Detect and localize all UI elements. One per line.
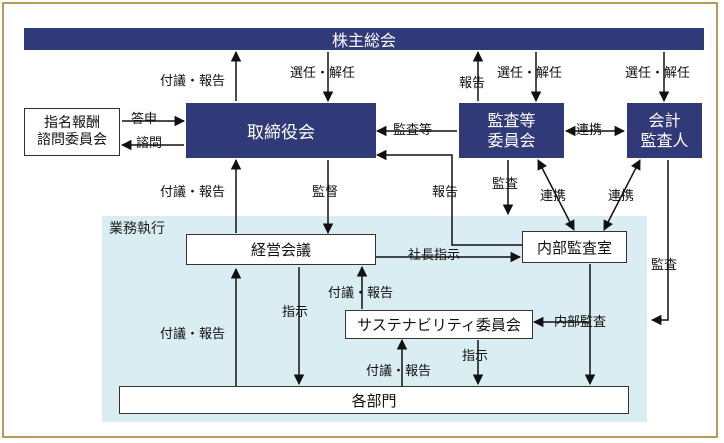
label-depts-to-sust: 付議・報告 <box>366 364 432 379</box>
management-meeting-box: 経営会議 <box>186 234 376 265</box>
audit-committee-line-2: 委員会 <box>487 130 536 150</box>
label-auditor-down: 監査 <box>651 258 678 273</box>
accounting-auditor-line-2: 監査人 <box>640 130 689 150</box>
sustainability-committee-box: サステナビリティ委員会 <box>345 310 533 339</box>
label-mgmt-to-depts: 指示 <box>282 305 309 320</box>
outer-frame <box>2 2 718 438</box>
label-board-to-shareholders: 付議・報告 <box>160 74 226 89</box>
board-box: 取締役会 <box>186 103 376 158</box>
label-sust-to-mgmt: 付議・報告 <box>328 286 394 301</box>
arrow-auditor-internal-link <box>603 159 641 231</box>
label-inquiry: 諮問 <box>136 136 163 151</box>
accounting-auditor-line-1: 会計 <box>648 110 681 130</box>
nomination-line-2: 諮問委員会 <box>37 132 107 148</box>
departments-box: 各部門 <box>119 386 629 414</box>
label-audit-down: 監査 <box>492 177 519 192</box>
audit-committee-box: 監査等 委員会 <box>459 103 564 158</box>
label-audit-auditor-link: 連携 <box>576 123 603 138</box>
label-internal-to-board: 報告 <box>432 185 459 200</box>
label-audit-to-board: 監査等 <box>393 123 433 138</box>
internal-audit-box: 内部監査室 <box>522 231 627 263</box>
arrow-internal-to-board <box>375 149 522 246</box>
label-depts-to-mgmt: 付議・報告 <box>160 327 226 342</box>
arrow-audit-internal-link <box>537 159 575 231</box>
label-shareholders-to-auditor: 選任・解任 <box>625 66 691 81</box>
audit-committee-line-1: 監査等 <box>487 110 536 130</box>
label-shareholders-to-board: 選任・解任 <box>290 66 356 81</box>
shareholders-meeting-box: 株主総会 <box>24 28 704 50</box>
nomination-committee-box: 指名報酬 諮問委員会 <box>24 108 120 156</box>
nomination-line-1: 指名報酬 <box>44 114 100 131</box>
arrow-auditor-down <box>650 160 669 326</box>
label-audit-to-shareholders: 報告 <box>459 76 486 91</box>
label-mgmt-to-board: 付議・報告 <box>160 185 226 200</box>
execution-zone-label: 業務執行 <box>109 221 165 237</box>
label-sust-to-depts: 指示 <box>462 349 489 364</box>
label-answer: 答申 <box>131 112 158 127</box>
label-shareholders-to-audit: 選任・解任 <box>497 66 563 81</box>
label-president-instruction: 社長指示 <box>408 248 461 263</box>
label-auditor-internal-link: 連携 <box>608 189 635 204</box>
label-audit-internal-link: 連携 <box>540 189 567 204</box>
label-internal-audit-to-sust: 内部監査 <box>554 315 607 330</box>
label-board-to-mgmt: 監督 <box>312 185 339 200</box>
accounting-auditor-box: 会計 監査人 <box>627 103 702 158</box>
